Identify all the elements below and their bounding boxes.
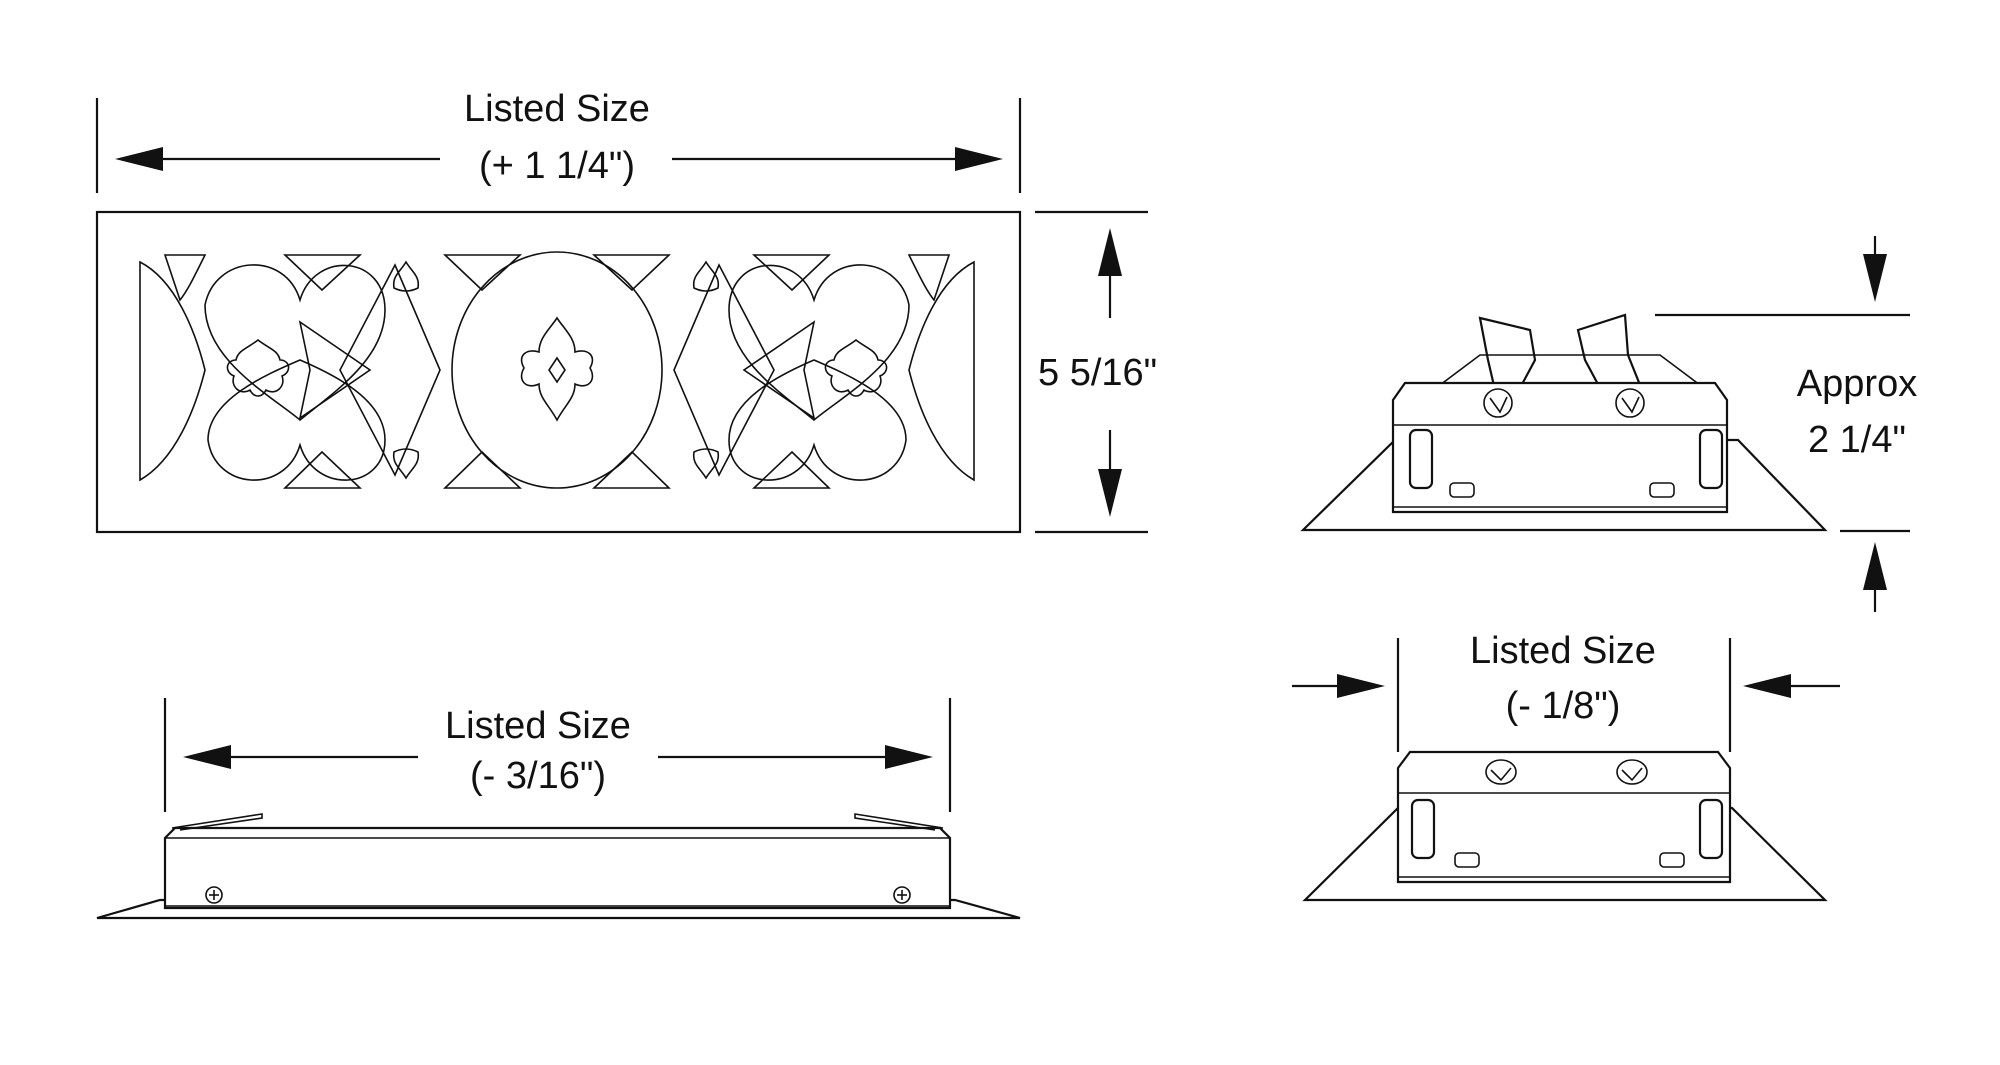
- end-width-label-line1: Listed Size: [1470, 630, 1656, 672]
- screw-icon: [205, 886, 223, 904]
- top-width-label-line1: Listed Size: [464, 88, 650, 130]
- damper-knob-icon: [1483, 388, 1513, 418]
- damper-tab-right: [1576, 313, 1642, 390]
- front-width-dimension: Listed Size (- 3/16"): [163, 698, 952, 812]
- side-body: [1391, 381, 1729, 514]
- front-width-label-line1: Listed Size: [445, 705, 631, 747]
- end-body: [1396, 750, 1732, 884]
- arrow-up-icon: [1098, 228, 1122, 276]
- end-width-dimension: Listed Size (- 1/8"): [1292, 630, 1840, 752]
- damper-knob-icon: [1485, 759, 1517, 785]
- end-width-label-line2: (- 1/8"): [1506, 685, 1621, 727]
- front-width-label-line2: (- 3/16"): [470, 755, 606, 797]
- arrow-down-icon: [1098, 469, 1122, 517]
- top-width-label-line2: (+ 1 1/4"): [479, 145, 635, 187]
- grille-ornament: [139, 251, 975, 489]
- front-view: Listed Size (- 3/16"): [96, 698, 1021, 920]
- end-clip-left: [1410, 798, 1436, 860]
- arrow-left-icon: [183, 745, 231, 769]
- front-body: [163, 826, 952, 910]
- arrow-down-icon: [1863, 254, 1887, 302]
- arrow-right-icon: [1337, 674, 1385, 698]
- side-view: Approx 2 1/4": [1300, 236, 1917, 612]
- screw-icon: [893, 886, 911, 904]
- top-height-dimension: 5 5/16": [1035, 210, 1157, 534]
- top-height-label: 5 5/16": [1038, 352, 1157, 394]
- side-clip-left: [1408, 428, 1434, 490]
- arrow-left-icon: [1743, 674, 1791, 698]
- top-view: Listed Size (+ 1 1/4"): [95, 88, 1157, 534]
- arrow-up-icon: [1863, 542, 1887, 590]
- damper-tab-left: [1478, 316, 1537, 392]
- arrow-right-icon: [955, 147, 1003, 171]
- end-view: Listed Size (- 1/8"): [1292, 630, 1840, 902]
- side-height-label-line1: Approx: [1797, 363, 1917, 405]
- side-height-label-line2: 2 1/4": [1808, 419, 1906, 461]
- arrow-left-icon: [115, 147, 163, 171]
- damper-knob-icon: [1616, 759, 1648, 785]
- top-width-dimension: Listed Size (+ 1 1/4"): [95, 88, 1022, 193]
- side-clip-right: [1698, 428, 1724, 490]
- arrow-right-icon: [885, 745, 933, 769]
- end-clip-right: [1698, 798, 1724, 860]
- side-height-dimension: Approx 2 1/4": [1655, 236, 1917, 612]
- grille-face-outline: [95, 210, 1022, 534]
- damper-knob-icon: [1615, 388, 1645, 418]
